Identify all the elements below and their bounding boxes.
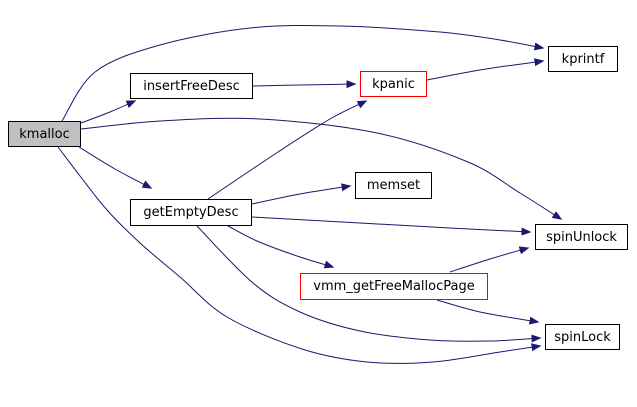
node-label: memset: [366, 178, 421, 193]
node-spinLock[interactable]: spinLock: [545, 324, 620, 350]
node-label: spinUnlock: [546, 229, 617, 245]
edge-kpanic-to-kprintf: [426, 58, 545, 81]
node-label: insertFreeDesc: [143, 78, 240, 94]
node-label: getEmptyDesc: [143, 205, 239, 220]
edge-kmalloc-to-insertFreeDesc: [80, 100, 137, 124]
node-kpanic[interactable]: kpanic: [360, 71, 427, 97]
node-kmalloc[interactable]: kmalloc: [8, 121, 81, 147]
edge-kmalloc-to-spinUnlock: [80, 117, 563, 220]
edge-getEmptyDesc-to-vmm_getFreeMallocPage: [227, 225, 335, 269]
edge-getEmptyDesc-to-spinUnlock: [251, 216, 532, 236]
node-label: vmm_getFreeMallocPage: [313, 279, 475, 294]
edge-insertFreeDesc-to-kpanic: [252, 80, 357, 89]
node-label: kprintf: [561, 51, 605, 67]
node-insertFreeDesc[interactable]: insertFreeDesc: [130, 73, 253, 99]
edge-getEmptyDesc-to-kpanic: [207, 100, 368, 200]
node-memset[interactable]: memset: [355, 172, 432, 199]
node-getEmptyDesc[interactable]: getEmptyDesc: [130, 199, 252, 226]
edge-getEmptyDesc-to-spinLock: [196, 225, 542, 343]
edge-kmalloc-to-spinLock: [57, 146, 542, 364]
node-spinUnlock[interactable]: spinUnlock: [535, 224, 628, 250]
node-label: spinLock: [554, 329, 611, 345]
edge-vmm_getFreeMallocPage-to-spinLock: [436, 299, 540, 325]
edge-vmm_getFreeMallocPage-to-spinUnlock: [449, 246, 530, 273]
node-kprintf[interactable]: kprintf: [548, 46, 618, 72]
edge-getEmptyDesc-to-memset: [251, 183, 352, 205]
node-vmm_getFreeMallocPage[interactable]: vmm_getFreeMallocPage: [300, 273, 488, 300]
edge-kmalloc-to-getEmptyDesc: [78, 146, 153, 189]
edge-kmalloc-to-kprintf: [61, 24, 545, 122]
node-label: kpanic: [372, 76, 415, 92]
node-label: kmalloc: [19, 126, 70, 142]
